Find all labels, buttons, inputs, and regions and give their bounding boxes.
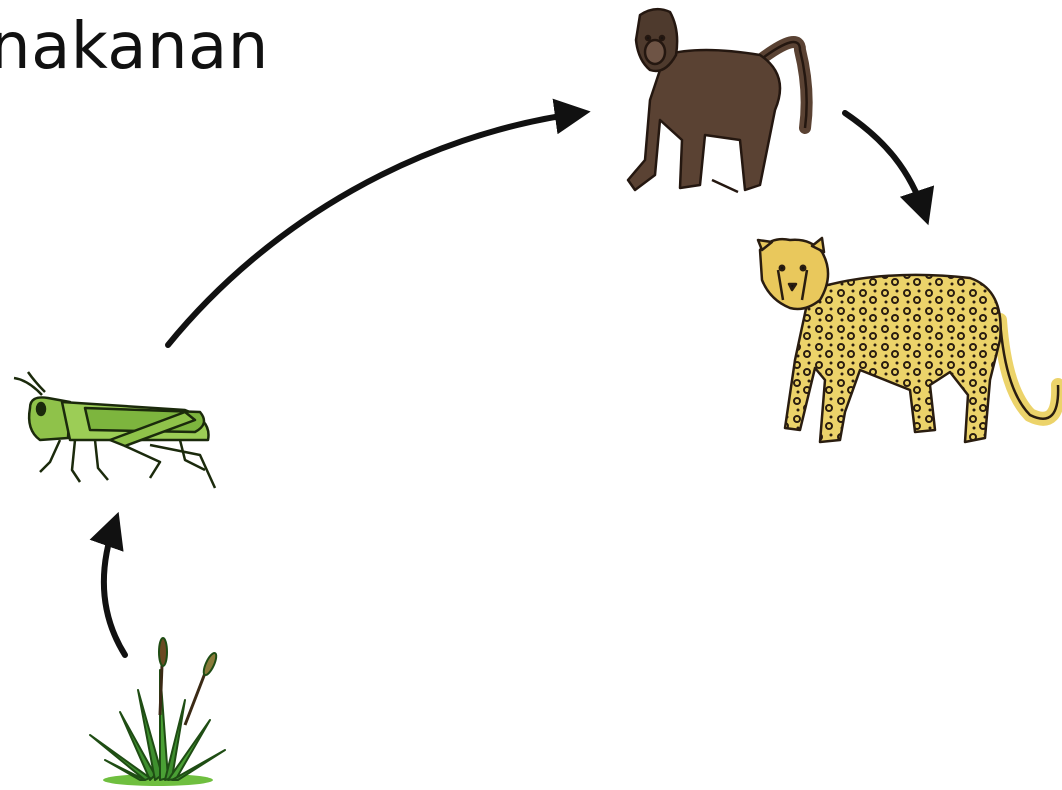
cheetah-icon	[758, 238, 1058, 442]
arrow-grass-to-grasshopper	[104, 522, 125, 655]
arrow-baboon-to-cheetah	[845, 113, 925, 215]
grass-icon	[90, 638, 225, 786]
arrow-grasshopper-to-baboon	[168, 113, 580, 345]
baboon-icon	[628, 9, 807, 192]
grasshopper-icon	[14, 372, 215, 488]
